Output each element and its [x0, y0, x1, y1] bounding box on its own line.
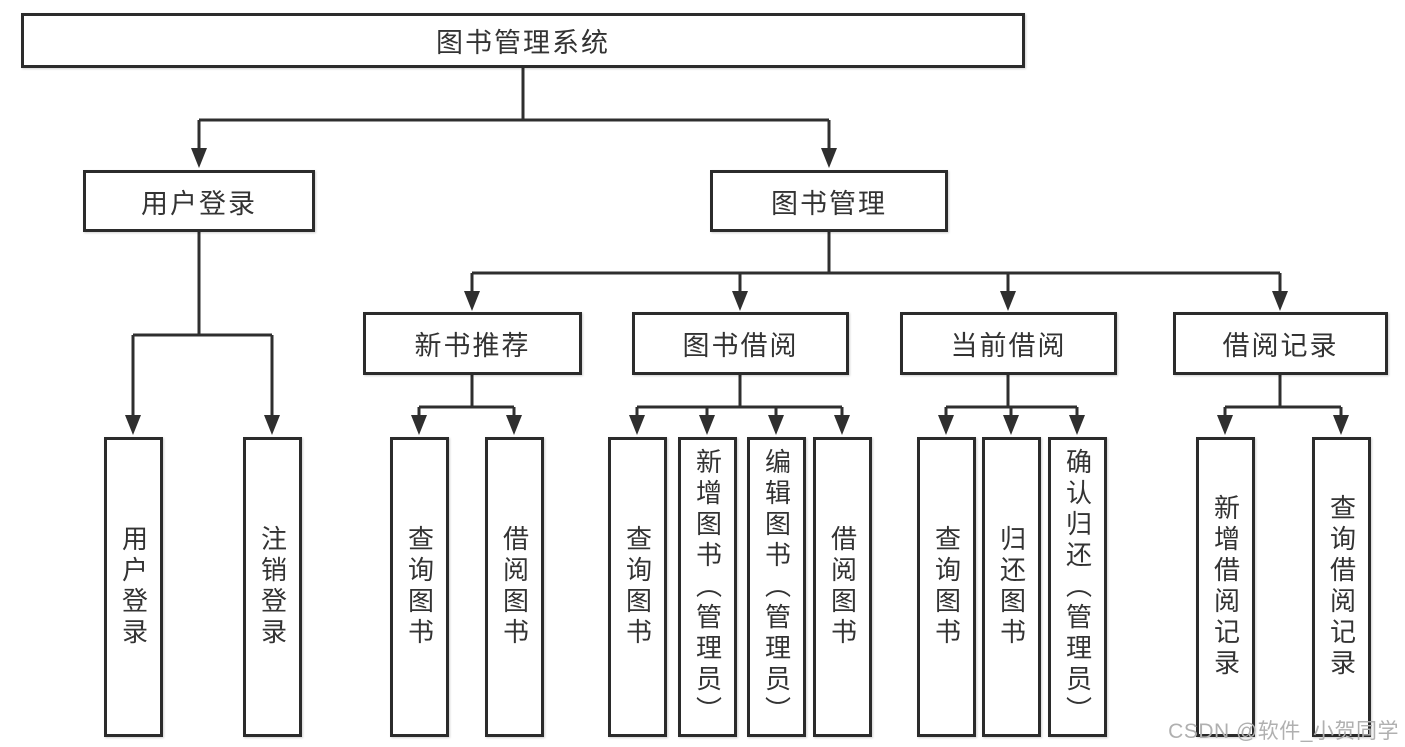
- node-current-borrowing: 当前借阅: [900, 312, 1117, 375]
- leaf-label: 归还图书: [996, 525, 1027, 649]
- leaf-records-query-borrow-record: 查询借阅记录: [1312, 437, 1371, 737]
- node-user-login: 用户登录: [83, 170, 315, 232]
- leaf-newbook-borrow-books: 借阅图书: [485, 437, 544, 737]
- node-new-book-recommendation: 新书推荐: [363, 312, 582, 375]
- leaf-label: 新增借阅记录: [1210, 494, 1241, 680]
- leaf-borrow-add-books-admin: 新增图书（管理员）: [678, 437, 737, 737]
- leaf-label: 借阅图书: [499, 525, 530, 649]
- leaf-borrow-query-books: 查询图书: [608, 437, 667, 737]
- leaf-label: 借阅图书: [827, 525, 858, 649]
- leaf-label: 确认归还（管理员）: [1062, 447, 1093, 727]
- node-book-borrowing: 图书借阅: [632, 312, 849, 375]
- leaf-current-query-books: 查询图书: [917, 437, 976, 737]
- csdn-watermark: CSDN @软件_小贺同学: [1168, 720, 1399, 743]
- leaf-label: 查询借阅记录: [1326, 494, 1357, 680]
- leaf-user-login: 用户登录: [104, 437, 163, 737]
- leaf-label: 注销登录: [257, 525, 288, 649]
- node-book-management: 图书管理: [710, 170, 948, 232]
- leaf-borrow-borrow-books: 借阅图书: [813, 437, 872, 737]
- leaf-label: 查询图书: [931, 525, 962, 649]
- leaf-logout: 注销登录: [243, 437, 302, 737]
- node-borrowing-records: 借阅记录: [1173, 312, 1388, 375]
- leaf-current-return-books: 归还图书: [982, 437, 1041, 737]
- tree-connector-lines: [131, 66, 1343, 419]
- leaf-label: 查询图书: [404, 525, 435, 649]
- leaf-label: 用户登录: [118, 525, 149, 649]
- leaf-label: 查询图书: [622, 525, 653, 649]
- leaf-label: 编辑图书（管理员）: [761, 447, 792, 727]
- leaf-borrow-edit-books-admin: 编辑图书（管理员）: [747, 437, 806, 737]
- node-library-management-system: 图书管理系统: [21, 13, 1025, 68]
- leaf-records-add-borrow-record: 新增借阅记录: [1196, 437, 1255, 737]
- leaf-current-confirm-return-admin: 确认归还（管理员）: [1048, 437, 1107, 737]
- leaf-newbook-query-books: 查询图书: [390, 437, 449, 737]
- leaf-label: 新增图书（管理员）: [692, 447, 723, 727]
- arrow-down-icons: [125, 148, 1349, 435]
